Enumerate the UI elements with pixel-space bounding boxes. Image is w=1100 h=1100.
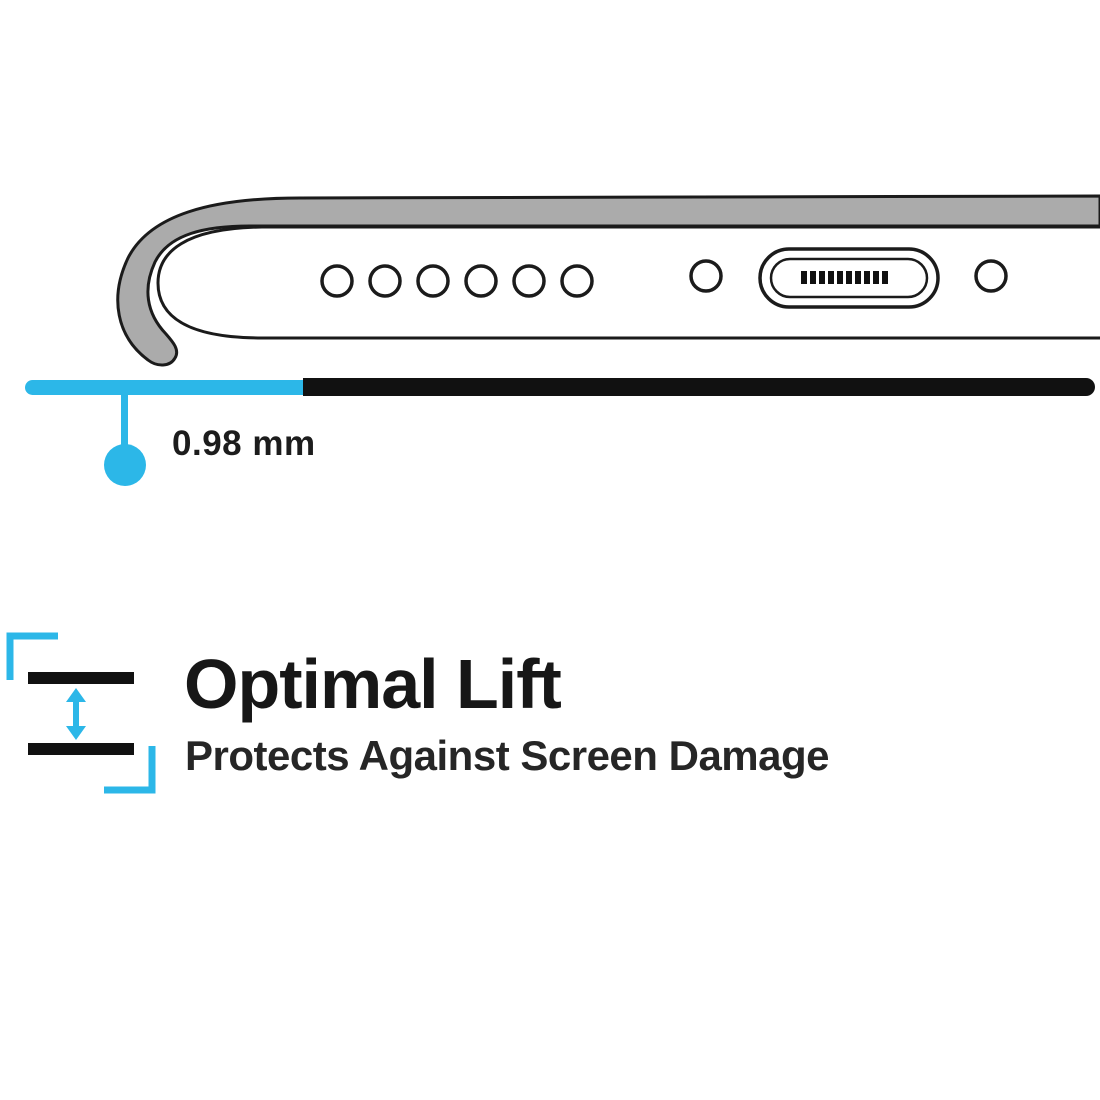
upper-line	[28, 672, 134, 684]
case-shell	[116, 194, 1100, 367]
side-hole-icon	[974, 259, 1008, 293]
lift-gap-bar	[25, 380, 303, 395]
feature-title: Optimal Lift	[184, 645, 562, 723]
mic-hole-icon	[689, 259, 723, 293]
double-arrow-icon	[66, 688, 86, 740]
phone-case-illustration	[116, 194, 1100, 367]
measurement-dot	[104, 444, 146, 486]
lift-gap-icon	[6, 632, 156, 794]
bracket-top-left-icon	[6, 632, 58, 680]
feature-subtitle: Protects Against Screen Damage	[185, 732, 830, 779]
measurement-label: 0.98 mm	[172, 424, 316, 463]
measurement-stem	[121, 395, 128, 450]
speaker-holes	[320, 264, 594, 298]
bracket-bottom-right-icon	[104, 746, 156, 794]
lower-line	[28, 743, 134, 755]
phone-body	[156, 225, 1100, 340]
charging-port-icon	[758, 247, 940, 309]
surface-bar	[303, 378, 1095, 396]
